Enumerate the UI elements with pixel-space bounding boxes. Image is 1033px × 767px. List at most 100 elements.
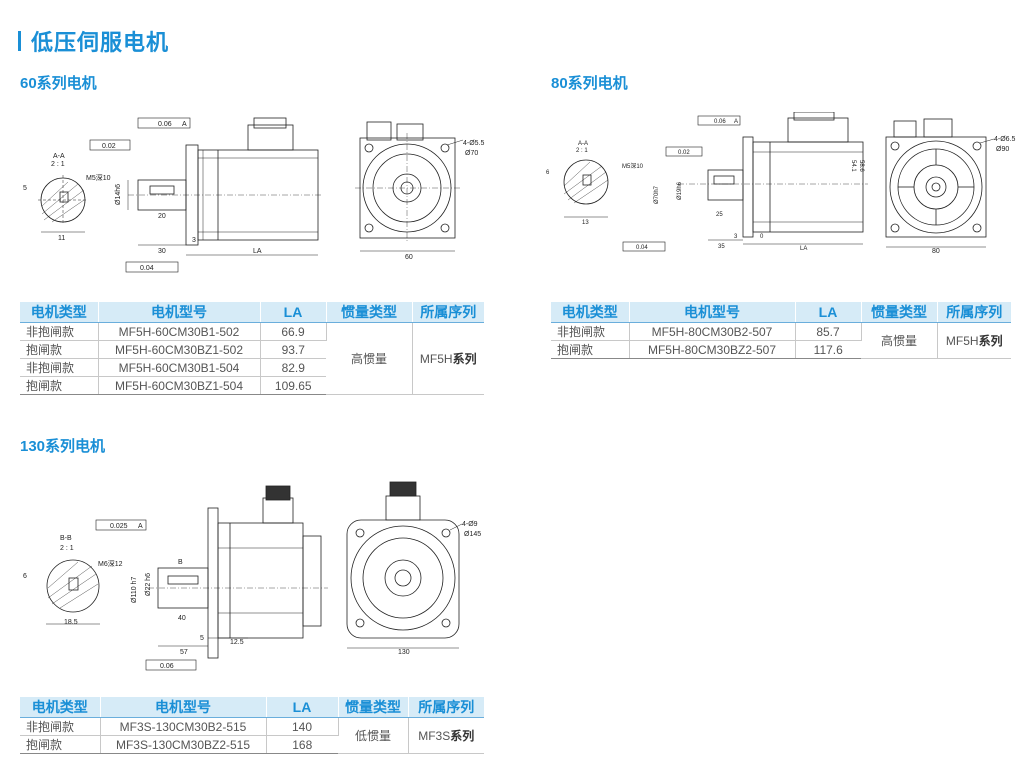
s130-datum: A (138, 523, 143, 530)
cell-type: 非抱闸款 (20, 717, 101, 736)
s80-thread: M5深10 (622, 162, 644, 170)
s60-la: LA (253, 248, 262, 255)
s80-flange-t: 3 (734, 234, 738, 240)
col-header: LA (260, 302, 327, 323)
table-130-header: 电机类型 电机型号 LA 惯量类型 所属序列 (20, 697, 484, 718)
table-row: 非抱闸款 MF5H-60CM30B1-504 82.9 (20, 358, 484, 377)
cell-la: 117.6 (795, 340, 861, 359)
col-header: LA (795, 302, 862, 323)
table-row: 非抱闸款 MF3S-130CM30B2-515 140 低惯量 MF3S系列 (20, 717, 484, 754)
s130-shaft-w: 18.5 (64, 619, 78, 626)
drawing-130-front: 4-Ø9 Ø145 130 (342, 478, 502, 658)
cell-type: 非抱闸款 (551, 322, 630, 341)
s130-spigot: Ø110 h7 (131, 577, 138, 603)
drawing-60-side: A-A 2 : 1 M5深10 5 11 0.06 0.02 0.04 A Ø1… (18, 110, 348, 280)
s60-thread: M5深10 (86, 173, 111, 182)
col-header: 所属序列 (412, 302, 484, 323)
s80-spigot: Ø70h7 (654, 185, 660, 204)
s80-spigot-h: 0 (760, 234, 764, 240)
s60-key-len: 20 (158, 213, 166, 220)
table-row: 抱闸款 MF5H-60CM30BZ1-502 93.7 (20, 340, 484, 359)
table-80: 电机类型 电机型号 LA 惯量类型 所属序列 非抱闸款 MF5H-80CM30B… (551, 302, 1011, 359)
s60-pcd: Ø70 (465, 150, 478, 157)
table-80-header: 电机类型 电机型号 LA 惯量类型 所属序列 (551, 302, 1011, 323)
col-header: 惯量类型 (326, 302, 413, 323)
cell-la: 109.65 (260, 376, 326, 395)
cell-type: 非抱闸款 (20, 358, 99, 377)
title-accent-bar (18, 31, 21, 51)
col-header: 所属序列 (937, 302, 1011, 323)
cell-model: MF5H-80CM30BZ2-507 (629, 340, 796, 359)
s60-flange: 60 (405, 254, 413, 261)
col-header: 电机类型 (551, 302, 630, 323)
series-prefix: MF5H (945, 334, 979, 348)
drawing-80-side: A-A 2 : 1 M5深10 6 13 0.06 0.02 0.04 A Ø7… (538, 112, 873, 262)
cell-series: MF5H系列 (412, 322, 484, 395)
series-suffix: 系列 (452, 352, 477, 366)
s80-holes: 4-Ø6.5 (994, 136, 1016, 143)
col-header: 电机类型 (20, 302, 99, 323)
cell-type: 抱闸款 (20, 735, 101, 754)
col-header: 惯量类型 (861, 302, 938, 323)
s80-key-len: 25 (716, 212, 723, 218)
s80-tol-flat: 0.06 (714, 119, 726, 125)
col-header: 电机类型 (20, 697, 101, 718)
cell-type: 抱闸款 (20, 340, 99, 359)
cell-inertia: 高惯量 (326, 322, 413, 395)
s130-key-len: 40 (178, 615, 186, 622)
drawing-130-side: B-B 2 : 1 M6深12 6 18.5 0.025 0.06 A Ø110… (18, 478, 338, 673)
s130-section-scale: 2 : 1 (60, 545, 74, 552)
cell-model: MF5H-60CM30B1-504 (98, 358, 261, 377)
page-title-text: 低压伺服电机 (31, 30, 170, 55)
s60-tol-conc: 0.04 (140, 265, 154, 272)
col-header: 电机型号 (100, 697, 267, 718)
s60-key-h: 5 (23, 185, 27, 192)
cell-model: MF3S-130CM30B2-515 (100, 717, 267, 736)
cell-type: 抱闸款 (20, 376, 99, 395)
col-header: 惯量类型 (338, 697, 409, 718)
s130-tol-flat: 0.025 (110, 523, 128, 530)
s60-tol-perp: 0.02 (102, 143, 116, 150)
s80-tol-perp: 0.02 (678, 150, 690, 156)
s130-flange-t: 5 (200, 635, 204, 642)
col-header: 电机型号 (629, 302, 796, 323)
s80-pcd: Ø90 (996, 146, 1009, 153)
s130-section-mark: B (178, 559, 183, 566)
cell-model: MF5H-60CM30BZ1-502 (98, 340, 261, 359)
s60-flange-t: 3 (192, 237, 196, 244)
section-130-heading: 130系列电机 (20, 438, 106, 455)
cell-type: 非抱闸款 (20, 322, 99, 341)
s130-shaft-dia: Ø22 h6 (145, 573, 152, 596)
s80-datum: A (734, 119, 738, 125)
s130-key-h: 6 (23, 573, 27, 580)
s80-shaft-dia: Ø19h6 (677, 181, 683, 200)
s80-tol-conc: 0.04 (636, 245, 648, 251)
drawing-60-front: 4-Ø5.5 Ø70 60 (355, 118, 505, 263)
s130-shaft-len: 57 (180, 649, 188, 656)
table-60: 电机类型 电机型号 LA 惯量类型 所属序列 非抱闸款 MF5H-60CM30B… (20, 302, 484, 395)
s60-shaft-dia: Ø14h6 (115, 184, 122, 205)
s130-flange: 130 (398, 649, 410, 656)
cell-inertia: 低惯量 (338, 717, 409, 754)
s130-tol-conc: 0.06 (160, 663, 174, 670)
table-row: 非抱闸款 MF5H-60CM30B1-502 66.9 高惯量 MF5H系列 (20, 322, 484, 395)
series-suffix: 系列 (978, 334, 1003, 348)
s60-tol-flat: 0.06 (158, 121, 172, 128)
table-row: 抱闸款 MF5H-80CM30BZ2-507 117.6 (551, 340, 1011, 359)
s80-shaft-len: 35 (718, 244, 725, 250)
cell-model: MF5H-80CM30B2-507 (629, 322, 796, 341)
table-row: 抱闸款 MF5H-60CM30BZ1-504 109.65 (20, 376, 484, 395)
series-prefix: MF5H (419, 352, 453, 366)
s130-holes: 4-Ø9 (462, 521, 478, 528)
cell-la: 85.7 (795, 322, 862, 341)
table-row: 非抱闸款 MF5H-80CM30B2-507 85.7 高惯量 MF5H系列 (551, 322, 1011, 359)
series-suffix: 系列 (450, 729, 475, 743)
cell-type: 抱闸款 (551, 340, 630, 359)
cell-la: 168 (266, 735, 338, 754)
cell-model: MF3S-130CM30BZ2-515 (100, 735, 267, 754)
table-row: 抱闸款 MF3S-130CM30BZ2-515 168 (20, 735, 484, 754)
section-60-heading: 60系列电机 (20, 75, 97, 92)
cell-model: MF5H-60CM30B1-502 (98, 322, 261, 341)
cell-series: MF5H系列 (937, 322, 1011, 359)
cell-inertia: 高惯量 (861, 322, 938, 359)
